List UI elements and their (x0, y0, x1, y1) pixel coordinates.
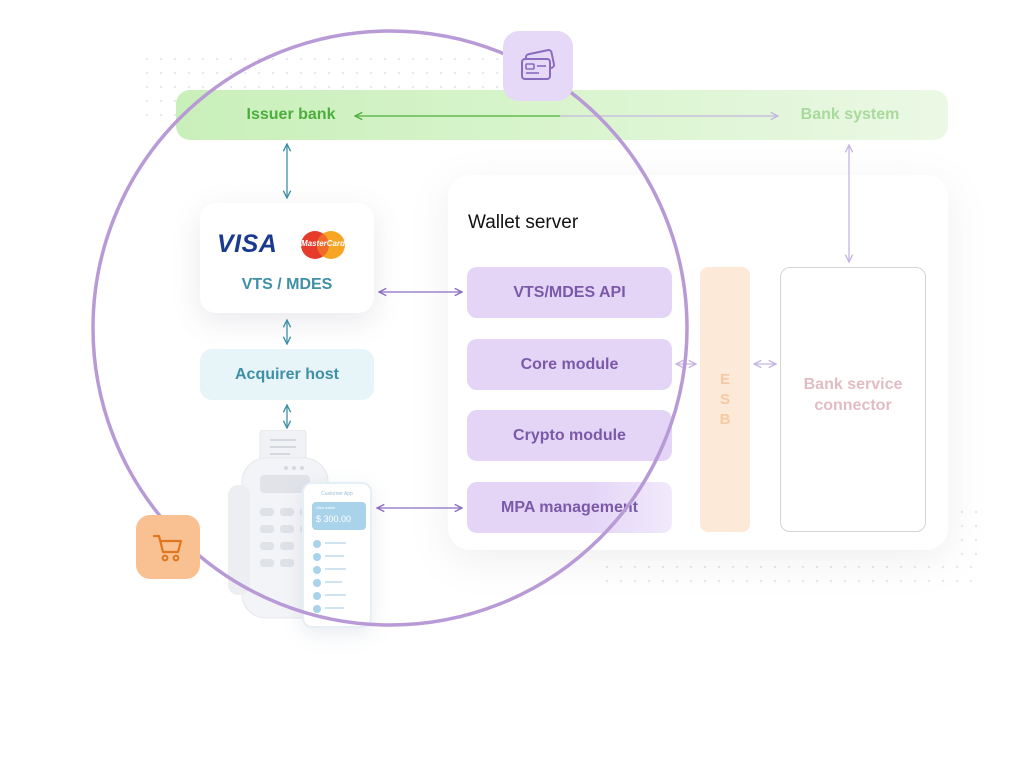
credit-cards-badge (503, 31, 573, 101)
esb-column (700, 267, 750, 532)
bank-service-connector-label: Bank service connector (803, 376, 903, 414)
phone-balance: $ 300.00 (316, 514, 352, 524)
module-crypto: Crypto module (467, 410, 672, 461)
vts-mdes-label: VTS / MDES (241, 276, 333, 293)
module-core: Core module (467, 339, 672, 390)
acquirer-host-box: Acquirer host (200, 349, 374, 400)
module-mpa-management: MPA management (467, 482, 672, 533)
phone-wallet-label: Visa wallet (316, 505, 336, 510)
shopping-cart-icon (152, 534, 183, 562)
phone-transaction-list (313, 540, 346, 613)
phone-balance-card: Visa wallet $ 300.00 (312, 502, 366, 530)
dotted-texture-right (955, 505, 985, 565)
customer-phone: Customer App Visa wallet $ 300.00 (302, 482, 372, 628)
bank-system-label: Bank system (800, 106, 900, 123)
bank-service-connector-box (780, 267, 926, 532)
esb-letter-b: B (719, 411, 731, 428)
esb-letter-s: S (719, 391, 730, 408)
phone-app-title: Customer App (321, 491, 353, 497)
issuer-bank-label: Issuer bank (246, 106, 336, 123)
visa-logo: VISA (217, 230, 278, 258)
dotted-texture-bottom (600, 560, 980, 588)
module-vts-mdes-api: VTS/MDES API (467, 267, 672, 318)
mastercard-logo: MasterCard (298, 230, 348, 260)
wallet-server-title: Wallet server (468, 212, 579, 233)
esb-letter-e: E (719, 371, 730, 388)
shopping-cart-badge (136, 515, 200, 579)
credit-cards-icon (521, 49, 556, 80)
mastercard-wordmark: MasterCard (300, 239, 345, 248)
